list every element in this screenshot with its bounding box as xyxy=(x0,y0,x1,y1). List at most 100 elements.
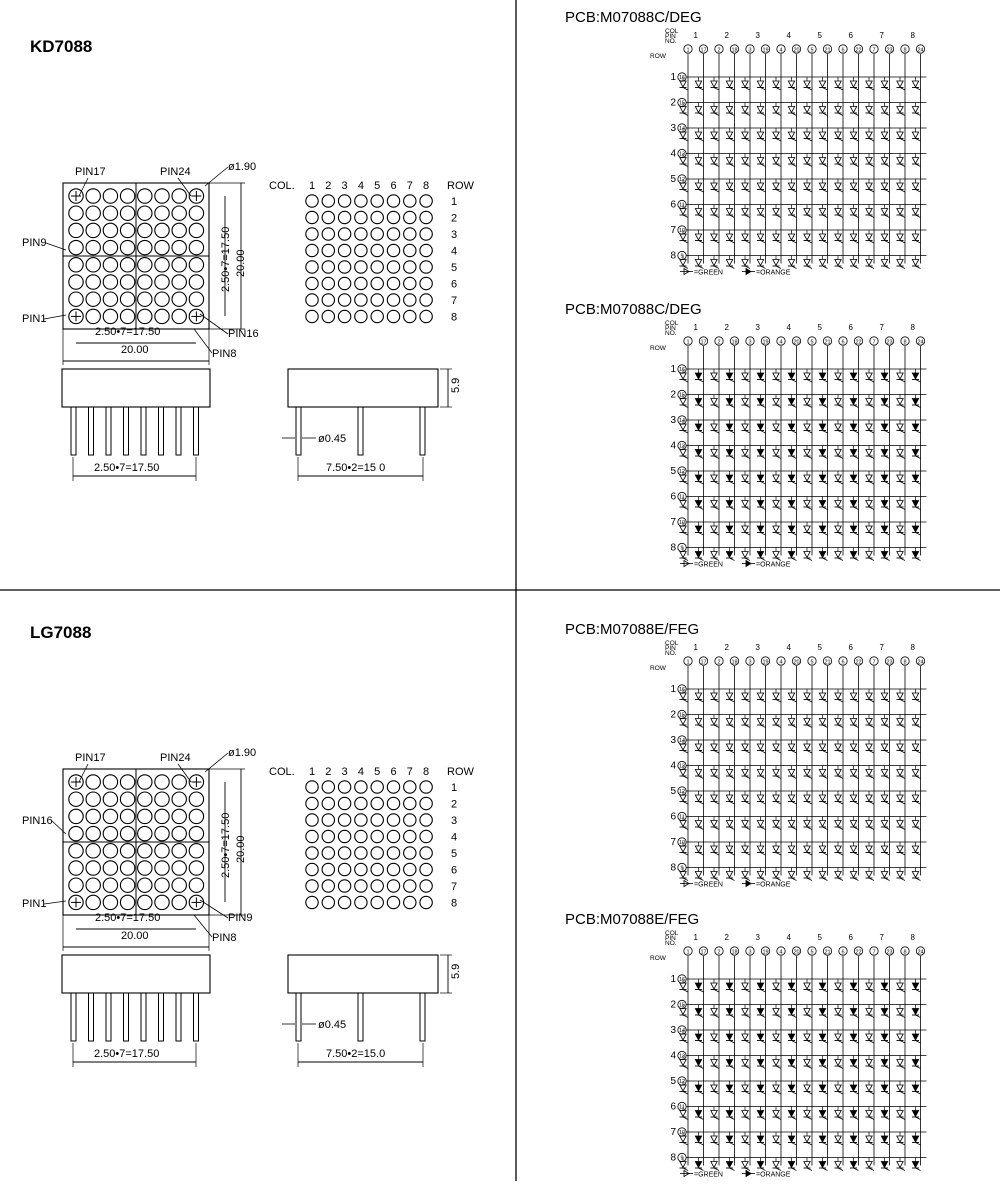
diode-lead xyxy=(760,1167,766,1171)
led-diode-symbol xyxy=(787,718,796,726)
led-diode-symbol xyxy=(772,718,780,726)
led-dot xyxy=(171,894,187,911)
led-dot xyxy=(305,210,319,225)
diode-lead xyxy=(682,112,689,116)
led-diode-symbol xyxy=(896,551,904,559)
led-diode-symbol xyxy=(772,182,780,190)
col-pin-number: 21 xyxy=(824,950,830,956)
diode-lead xyxy=(729,430,735,434)
led-diode-symbol xyxy=(741,1110,749,1118)
led-dot xyxy=(354,309,368,324)
led-dot xyxy=(68,205,84,221)
diode-lead xyxy=(791,163,797,167)
led-diode-symbol xyxy=(725,692,734,700)
led-diode-symbol xyxy=(849,157,858,165)
led-diode-symbol xyxy=(679,423,687,431)
led-dot xyxy=(137,791,153,807)
led-dot xyxy=(102,843,119,859)
led-diode-symbol xyxy=(756,259,765,267)
col-pin-circle xyxy=(853,44,864,54)
diode-lead xyxy=(713,699,720,703)
diode-lead xyxy=(884,455,890,459)
pin-label-top-left: PIN17 xyxy=(75,166,106,178)
col-pin-circle xyxy=(745,336,755,346)
led-diode-symbol xyxy=(694,500,703,508)
led-diode-symbol xyxy=(772,500,780,508)
col-pin-number: 20 xyxy=(793,660,799,666)
diode-lead xyxy=(744,455,751,459)
led-dot xyxy=(137,308,153,325)
led-diode-symbol xyxy=(725,398,734,406)
schematic-row-number: 2 xyxy=(670,1000,676,1011)
led-dot xyxy=(337,210,352,225)
pin-span-dimension: 7.50•2=15 0 xyxy=(326,462,385,474)
led-diode-symbol xyxy=(787,106,796,114)
led-dot xyxy=(386,829,401,844)
diode-lead xyxy=(760,87,766,91)
led-diode-symbol xyxy=(710,106,718,114)
diode-lead xyxy=(698,724,704,728)
led-diode-symbol xyxy=(880,769,889,777)
diode-lead xyxy=(744,430,751,434)
led-diode-symbol xyxy=(865,1110,873,1118)
led-dot xyxy=(119,257,136,273)
led-diode-symbol xyxy=(694,1059,703,1067)
diode-lead xyxy=(713,801,720,805)
led-diode-symbol xyxy=(679,131,687,139)
led-dot xyxy=(85,825,101,842)
legend-green-label: =GREEN xyxy=(694,270,723,277)
led-diode-symbol xyxy=(818,1059,827,1067)
col-pin-circle xyxy=(884,656,895,666)
led-diode-symbol xyxy=(772,1161,780,1169)
led-dot xyxy=(188,188,205,204)
schematic-row-number: 3 xyxy=(670,123,676,134)
led-diode-symbol xyxy=(741,500,749,508)
col-number: 1 xyxy=(309,766,315,778)
col-pin-circle xyxy=(884,946,895,956)
led-diode-symbol xyxy=(679,449,687,457)
diode-lead xyxy=(837,163,844,167)
led-diode-symbol xyxy=(756,474,765,482)
led-dot xyxy=(119,843,136,859)
led-dot xyxy=(403,243,417,258)
led-diode-symbol xyxy=(772,208,780,216)
led-diode-symbol xyxy=(834,423,842,431)
led-diode-symbol xyxy=(710,398,718,406)
led-diode-symbol xyxy=(787,525,796,533)
diode-lead xyxy=(775,1167,782,1171)
row-number: 6 xyxy=(451,865,457,877)
led-diode-symbol xyxy=(694,525,703,533)
lead-pin xyxy=(357,406,364,456)
led-diode-symbol xyxy=(725,474,734,482)
col-pin-number: 3 xyxy=(748,48,751,54)
diode-lead xyxy=(822,1091,828,1095)
diode-lead xyxy=(775,724,782,728)
diode-lead xyxy=(853,557,859,561)
led-diode-symbol xyxy=(865,551,873,559)
schematic-header-label: COL xyxy=(665,640,679,647)
diode-lead xyxy=(775,1040,782,1044)
led-diode-symbol xyxy=(694,820,703,828)
col-pin-number: 19 xyxy=(762,950,768,956)
diode-lead xyxy=(899,532,906,536)
diode-lead xyxy=(884,163,890,167)
led-dot xyxy=(354,293,368,307)
diode-lead xyxy=(853,775,859,779)
led-diode-symbol xyxy=(725,1084,734,1092)
led-diode-symbol xyxy=(896,1033,904,1041)
col-pin-circle xyxy=(838,656,848,666)
led-dot xyxy=(321,895,336,910)
diode-lead xyxy=(915,506,921,510)
led-diode-symbol xyxy=(911,474,920,482)
led-diode-symbol xyxy=(803,208,811,216)
led-dot xyxy=(354,796,368,811)
col-pin-circle xyxy=(714,336,724,346)
row-pin-number: 15 xyxy=(679,101,685,107)
led-diode-symbol xyxy=(756,718,765,726)
row-number: 2 xyxy=(451,799,457,811)
led-dot xyxy=(85,894,101,911)
col-pin-number: 5 xyxy=(810,48,813,54)
led-dot xyxy=(85,274,101,290)
